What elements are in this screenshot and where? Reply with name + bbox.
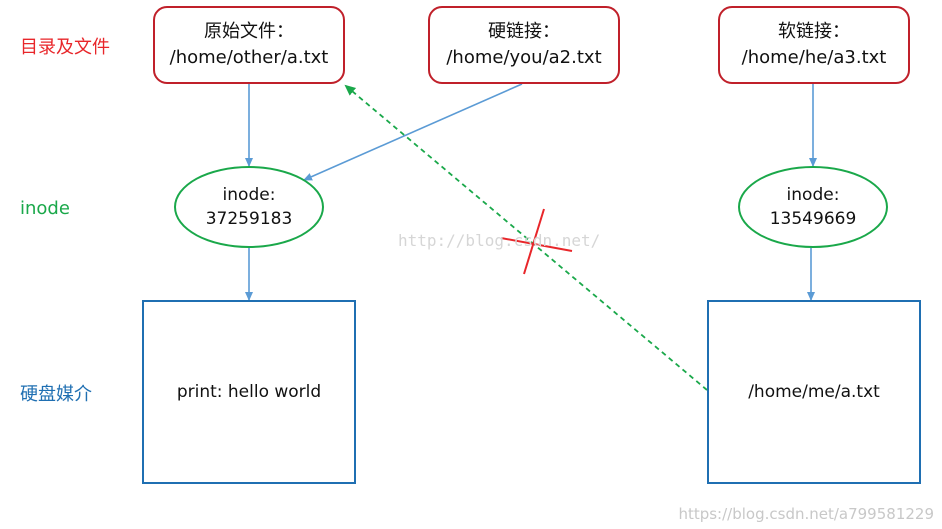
inode-left-number: 37259183 xyxy=(205,209,293,229)
dashed-arrow-softlink-path xyxy=(344,84,708,391)
file-hardlink-title: 硬链接： xyxy=(488,21,560,42)
file-softlink-title: 软链接： xyxy=(778,21,850,42)
label-disk-media: 硬盘媒介 xyxy=(20,384,92,405)
watermark-bottom: https://blog.csdn.net/a799581229 xyxy=(678,505,934,523)
inode-left: inode: 37259183 xyxy=(174,166,324,248)
arrow-hardlink-to-inode xyxy=(303,83,523,181)
file-original-path: /home/other/a.txt xyxy=(169,47,329,68)
inode-right: inode: 13549669 xyxy=(738,166,888,248)
label-inode: inode xyxy=(20,198,70,219)
file-hardlink-path: /home/you/a2.txt xyxy=(446,47,602,68)
label-directory-files: 目录及文件 xyxy=(20,37,110,58)
disk-left: print: hello world xyxy=(142,300,356,484)
cross-mark-stroke-2 xyxy=(500,237,573,252)
file-box-softlink: 软链接： /home/he/a3.txt xyxy=(718,6,910,84)
file-softlink-path: /home/he/a3.txt xyxy=(741,47,887,68)
file-box-original: 原始文件： /home/other/a.txt xyxy=(153,6,345,84)
inode-right-number: 13549669 xyxy=(769,209,857,229)
disk-right-content: /home/me/a.txt xyxy=(748,382,880,402)
disk-left-content: print: hello world xyxy=(176,382,322,402)
watermark-center: http://blog.csdn.net/ xyxy=(398,231,601,250)
cross-mark-stroke-1 xyxy=(523,208,545,275)
file-original-title: 原始文件： xyxy=(204,21,294,42)
inode-right-label: inode: xyxy=(786,185,840,205)
inode-left-label: inode: xyxy=(222,185,276,205)
file-box-hardlink: 硬链接： /home/you/a2.txt xyxy=(428,6,620,84)
disk-right: /home/me/a.txt xyxy=(707,300,921,484)
